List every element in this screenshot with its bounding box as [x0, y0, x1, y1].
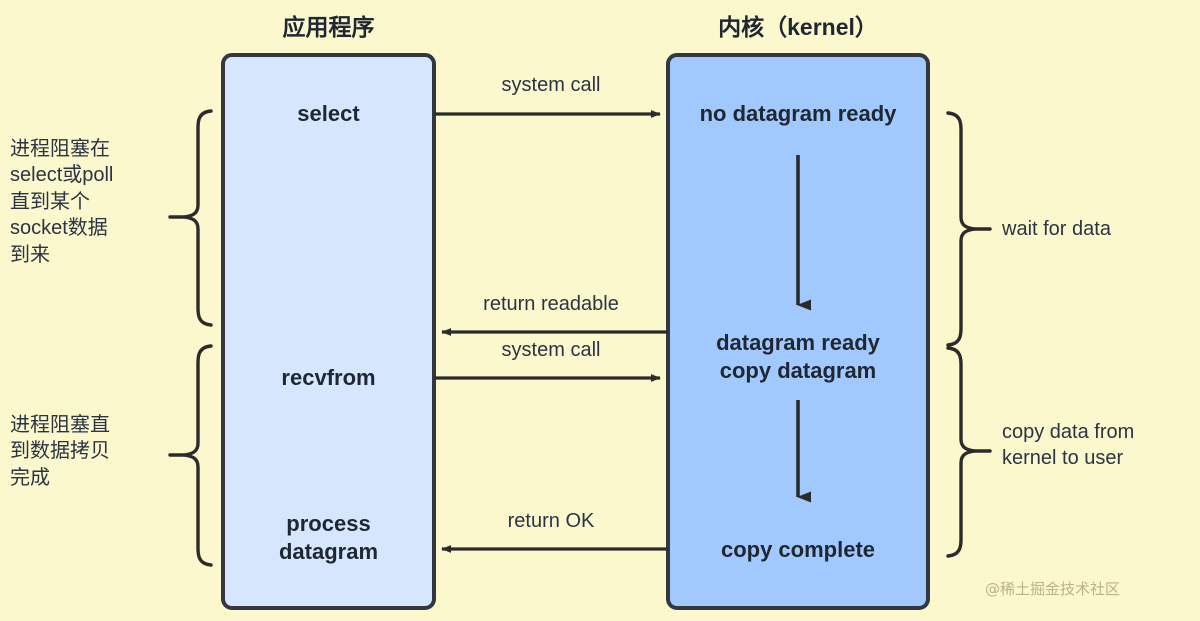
app-step-select: select: [297, 101, 360, 126]
arrow-label-return-readable: return readable: [483, 293, 619, 315]
brace-right-wait-for-data: [946, 111, 976, 347]
arrow-label-system-call-1: system call: [501, 74, 601, 96]
app-step-process-datagram: process datagram: [278, 511, 379, 565]
brace-right-copy-data: [946, 346, 976, 558]
kernel-step-datagram-ready-copy-datagram: datagram ready copy datagram: [716, 330, 880, 384]
brace-left-block-on-select: [183, 109, 213, 327]
arrow-label-system-call-2: system call: [501, 339, 601, 361]
watermark: @稀土掘金技术社区: [985, 580, 1121, 598]
brace-label-wait-for-data: wait for data: [1002, 218, 1111, 240]
app-step-recvfrom: recvfrom: [281, 365, 376, 390]
arrow-label-return-ok: return OK: [507, 510, 595, 532]
brace-left-block-until-copy: [183, 344, 213, 567]
application-box: [221, 53, 436, 610]
kernel-step-no-datagram-ready: no datagram ready: [699, 101, 897, 126]
brace-label-block-on-select: 进程阻塞在 select或poll 直到某个 socket数据 到来: [10, 138, 114, 266]
kernel-column-title: 内核（kernel）: [718, 14, 878, 40]
application-column-title: 应用程序: [282, 14, 375, 40]
brace-label-copy-data-from-kernel-to-user: copy data from kernel to user: [1002, 421, 1135, 470]
brace-label-block-until-copy: 进程阻塞直 到数据拷贝 完成: [10, 414, 110, 489]
kernel-step-copy-complete: copy complete: [720, 537, 876, 562]
